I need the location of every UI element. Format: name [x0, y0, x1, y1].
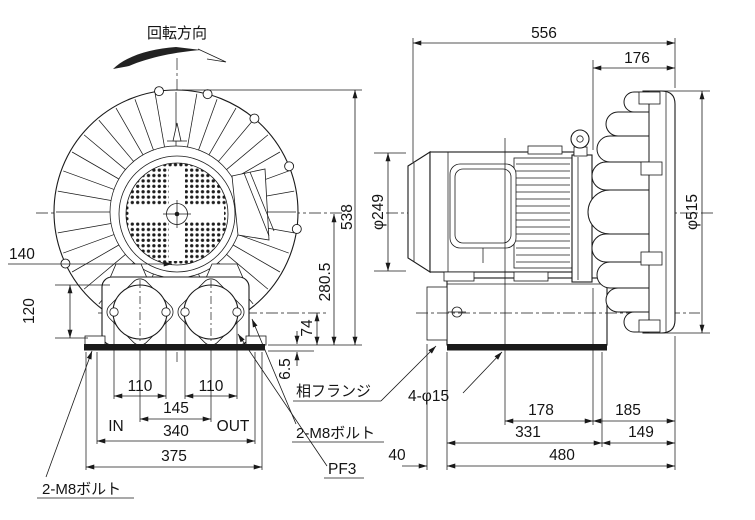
- cover-clip-3: [640, 251, 663, 266]
- base-step-left: [84, 335, 106, 346]
- terminal-flap-line2: [249, 171, 275, 232]
- rotation-arrow: [113, 47, 201, 69]
- motor-cooling-fins: [516, 163, 570, 263]
- dim-556: 556: [531, 25, 557, 42]
- port-out-label: OUT: [217, 418, 250, 435]
- in-bolt-left: [109, 307, 119, 317]
- callout-pf3: PF3: [328, 461, 356, 478]
- dim-176: 176: [624, 50, 650, 67]
- callout-pf3-leader: [237, 333, 328, 467]
- dim-6-5: 6.5: [277, 358, 294, 380]
- terminal-flap-line1: [243, 172, 270, 237]
- manifold-lug-left: [109, 263, 148, 279]
- callout-flange-leader: [380, 345, 437, 402]
- dim-340: 340: [163, 423, 189, 440]
- dim-110-left: 110: [128, 378, 153, 395]
- dim-40: 40: [388, 447, 406, 464]
- manifold-lug-right: [205, 263, 244, 279]
- dim-149: 149: [628, 424, 654, 441]
- dim-178: 178: [528, 402, 554, 419]
- callout-bolt-left-leader: [45, 350, 93, 478]
- out-bolt-left: [180, 307, 190, 317]
- blower-scallop-fins: [587, 91, 650, 333]
- base-box: [446, 277, 608, 346]
- dim-538: 538: [339, 204, 356, 230]
- front-base-plate: [84, 344, 265, 351]
- side-view-dimensions: 556 176 φ249 φ515 178 185 331 149 480 40…: [293, 25, 710, 470]
- terminal-flap: [231, 168, 270, 241]
- cover-clip-2: [640, 161, 663, 176]
- cover-clip-4: [638, 319, 661, 333]
- motor-foot-right: [513, 271, 549, 282]
- dim-120: 120: [21, 298, 38, 324]
- front-view-dimensions: 回転方向 140 120 538 280.5 74 6.5 11: [8, 25, 384, 499]
- motor-top-lug: [527, 145, 563, 155]
- callout-bolt-left: 2-M8ボルト: [42, 481, 121, 498]
- dim-480: 480: [549, 447, 575, 464]
- dim-145: 145: [163, 400, 189, 417]
- dim-280-5: 280.5: [317, 263, 334, 302]
- terminal-box-cover: [454, 168, 512, 244]
- callout-holes-leader: [462, 351, 503, 394]
- dim-110-right: 110: [199, 378, 224, 395]
- dim-375: 375: [161, 448, 187, 465]
- cover-clip-1: [638, 91, 661, 105]
- front-view: [36, 58, 342, 362]
- callout-bolt-right-leader: [251, 318, 297, 425]
- side-base-plate: [447, 344, 607, 351]
- dim-140: 140: [9, 246, 35, 263]
- hub-top-spike: [172, 122, 182, 142]
- in-bolt-right: [161, 307, 171, 317]
- callout-mating-flange: 相フランジ: [296, 383, 371, 400]
- callout-bolt-right: 2-M8ボルト: [296, 425, 375, 442]
- pipe-flange-side: [426, 286, 448, 341]
- base-step-right: [245, 335, 267, 346]
- dim-74: 74: [299, 319, 316, 337]
- dim-phi515: φ515: [684, 194, 701, 230]
- dim-phi249: φ249: [370, 194, 387, 230]
- motor-fan-cowl: [407, 150, 431, 274]
- eyebolt-hole: [576, 135, 584, 143]
- side-view: [386, 90, 714, 425]
- dim-331: 331: [515, 424, 541, 441]
- port-in-label: IN: [108, 418, 124, 435]
- callout-base-holes: 4-φ15: [408, 388, 449, 405]
- motor-foot-left: [443, 271, 475, 282]
- out-bolt-right: [232, 307, 242, 317]
- dim-185: 185: [615, 402, 641, 419]
- rotation-direction-label: 回転方向: [147, 25, 207, 42]
- rotation-arrow-tail: [197, 48, 227, 63]
